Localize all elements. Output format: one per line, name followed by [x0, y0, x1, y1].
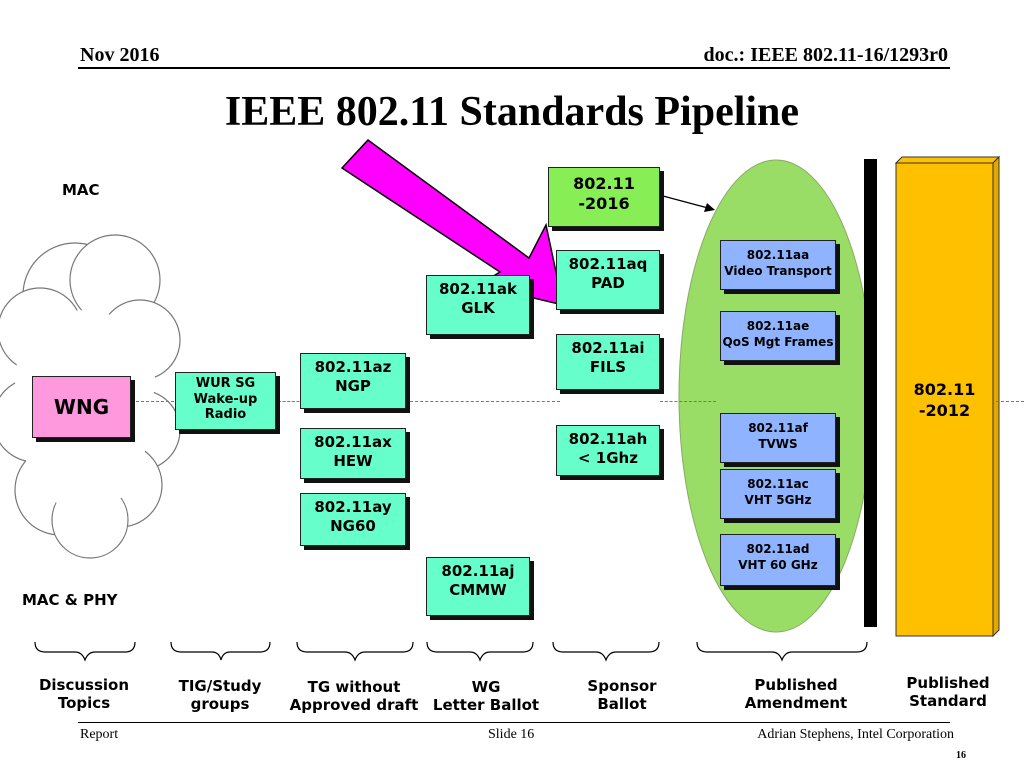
wur-sg-box: WUR SG Wake-up Radio: [175, 372, 276, 430]
page-number: 16: [956, 750, 966, 761]
header-rule: [78, 67, 950, 69]
mac-phy-separator: [278, 401, 304, 402]
wng-label: WNG: [53, 394, 110, 419]
divider-bar: [864, 159, 877, 627]
footer-author: Adrian Stephens, Intel Corporation: [757, 727, 954, 742]
mac-label: MAC: [62, 181, 100, 199]
header-date: Nov 2016: [80, 44, 160, 66]
published-standard-label: 802.11 -2012: [913, 380, 976, 420]
box-802-11-2016: 802.11-2016: [548, 167, 660, 227]
magenta-arrow: [340, 139, 564, 307]
mac-phy-separator: [996, 401, 1024, 402]
mac-phy-separator: [136, 401, 174, 402]
box-802-11ah: 802.11ah< 1Ghz: [556, 425, 660, 476]
header-doc-id: doc.: IEEE 802.11-16/1293r0: [703, 44, 948, 66]
published-standard-bar: [895, 162, 994, 637]
footer-slide-number: Slide 16: [488, 727, 535, 742]
mac-phy-separator: [660, 401, 716, 402]
mac-phy-separator: [410, 401, 560, 402]
page-title: IEEE 802.11 Standards Pipeline: [224, 89, 800, 135]
mac-phy-label: MAC & PHY: [22, 591, 118, 609]
footer-left: Report: [80, 727, 119, 742]
wng-box: WNG: [32, 376, 131, 438]
stage-braces: [34, 641, 868, 662]
footer-rule: [78, 722, 950, 723]
